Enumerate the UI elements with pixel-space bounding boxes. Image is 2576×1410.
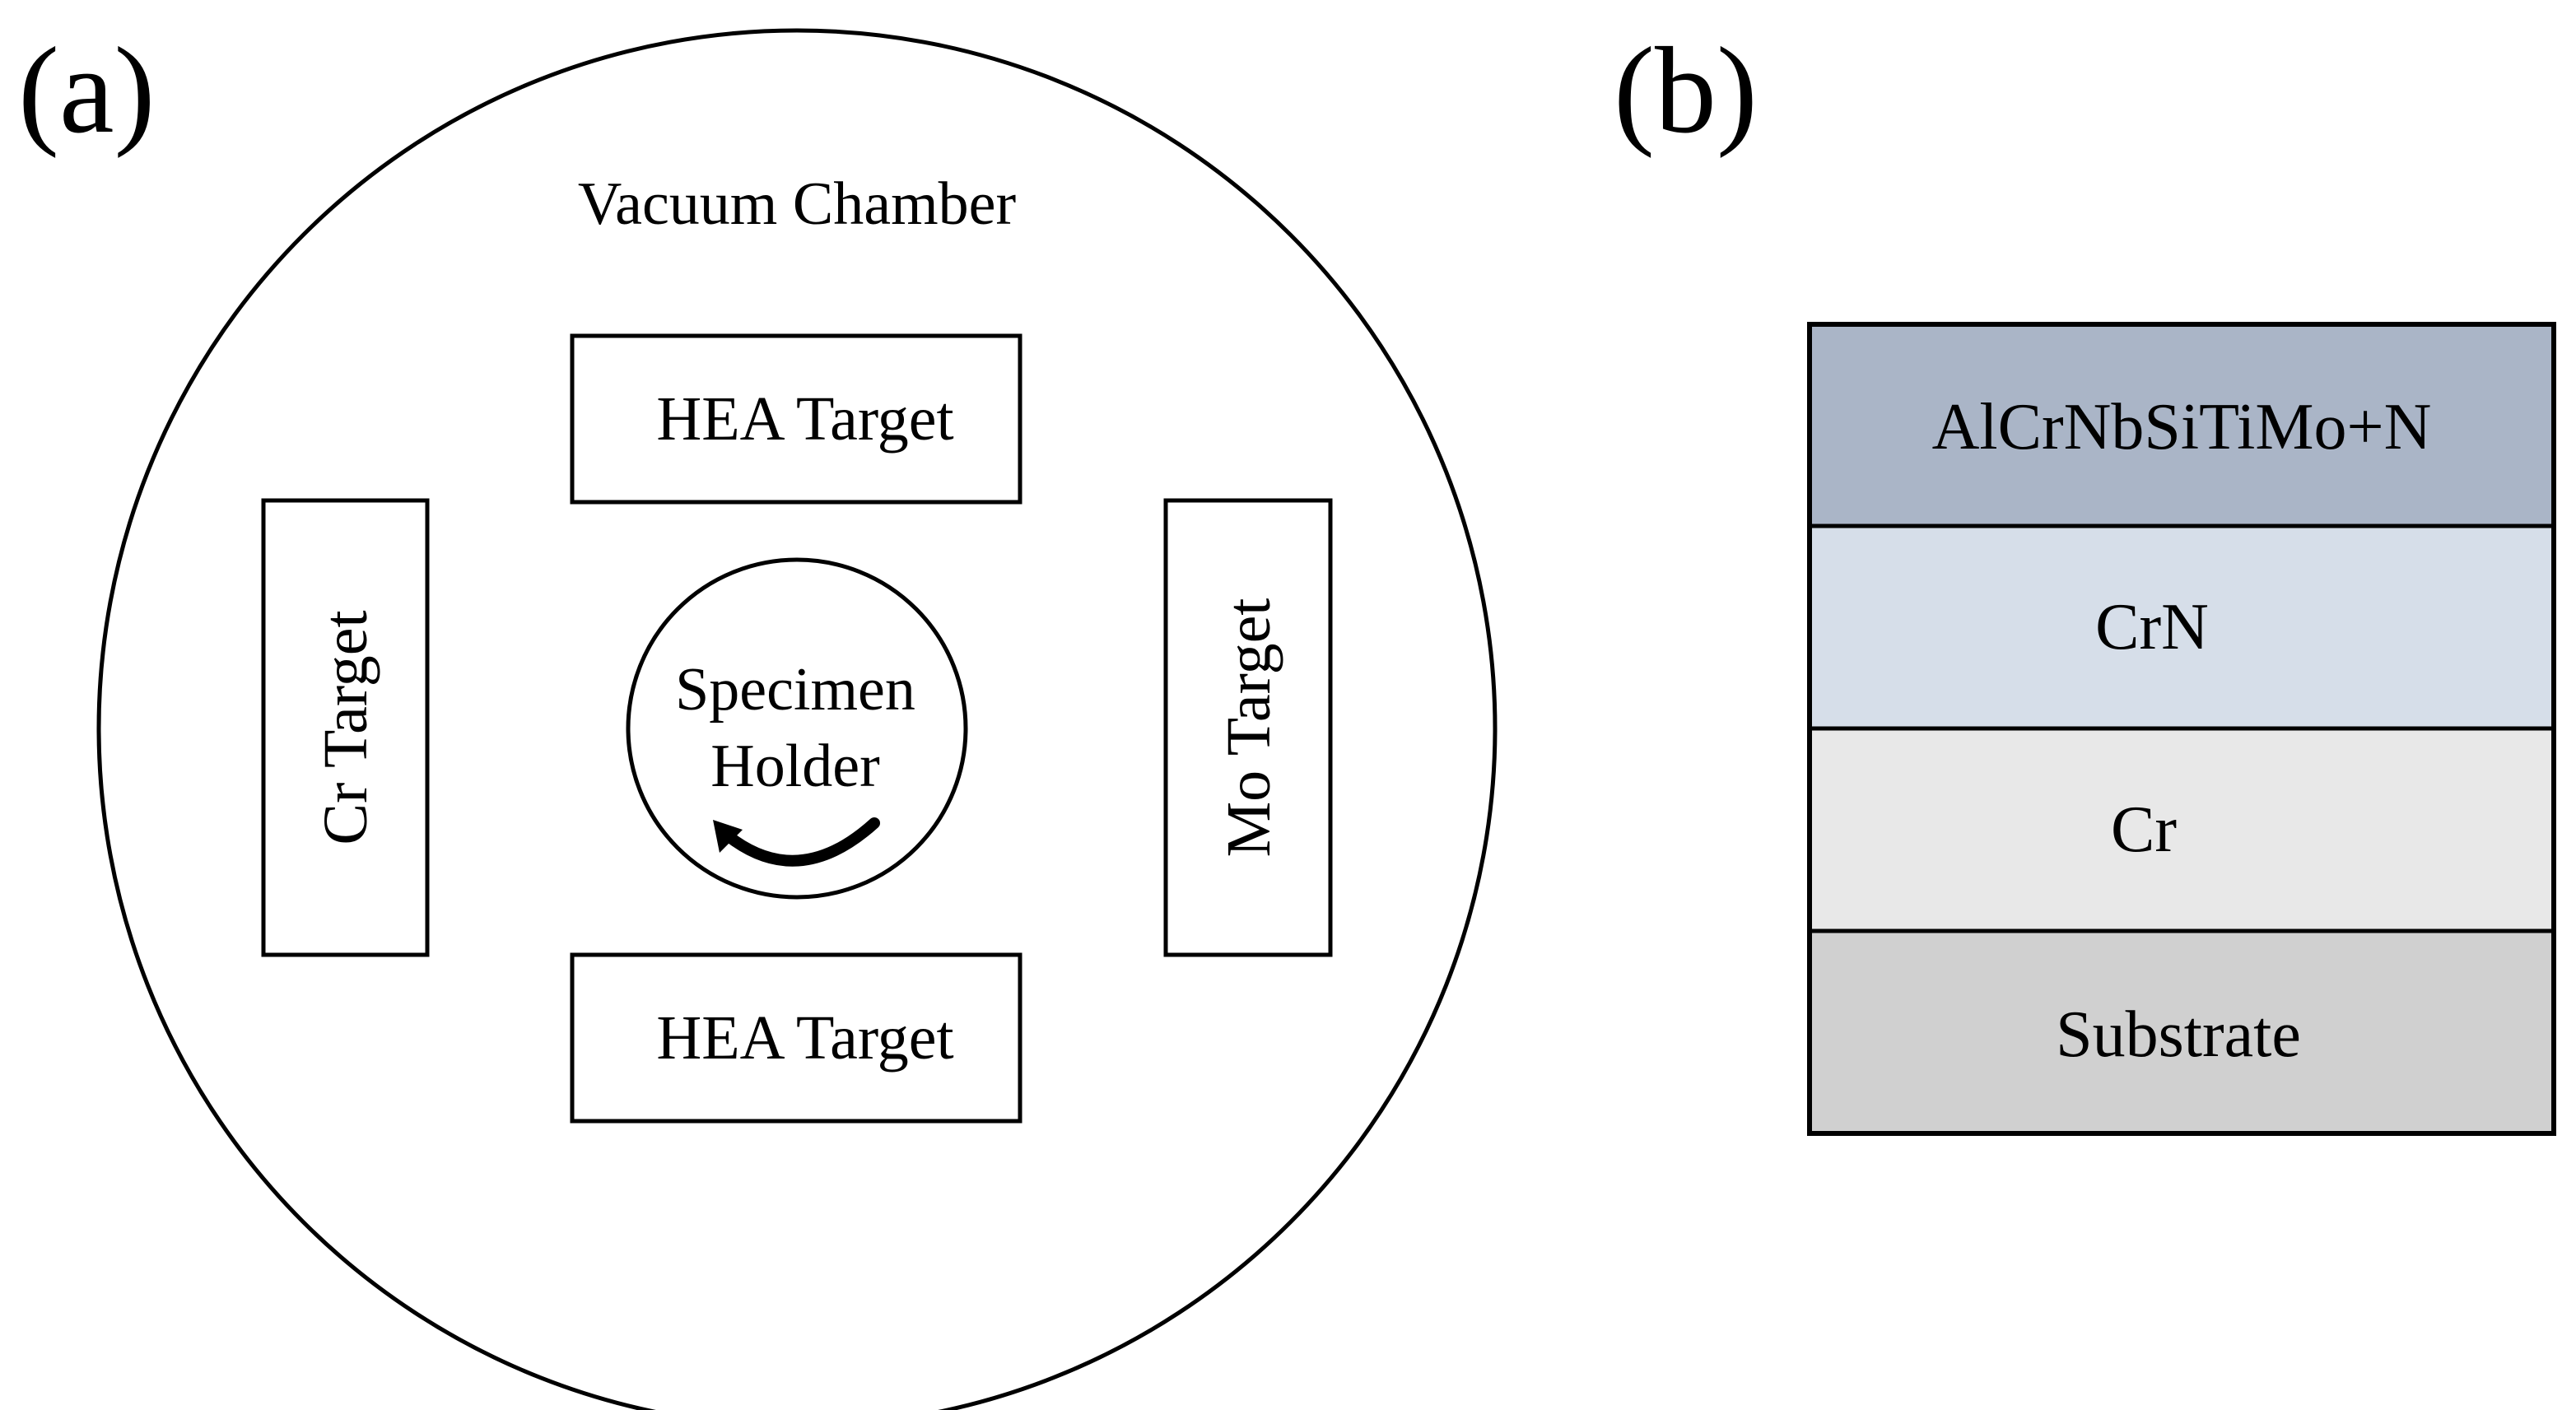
hea-target-bottom bbox=[570, 952, 1022, 1124]
layer-label-substrate: Substrate bbox=[2056, 998, 2301, 1071]
layer-alcrnbsitimo-n bbox=[1810, 324, 2554, 526]
layer-label-alcrnbsitimo-n: AlCrNbSiTiMo+N bbox=[1932, 391, 2432, 463]
layer-cr bbox=[1810, 728, 2554, 931]
layer-label-crn: CrN bbox=[2095, 591, 2209, 663]
cr-target bbox=[261, 498, 430, 957]
hea-target-bottom-label: HEA Target bbox=[656, 1003, 953, 1073]
layer-stack-border bbox=[1807, 322, 2556, 1136]
layer-label-cr: Cr bbox=[2111, 793, 2177, 866]
mo-target-label: Mo Target bbox=[1214, 598, 1283, 858]
layer-substrate bbox=[1810, 931, 2554, 1133]
vacuum-chamber bbox=[96, 28, 1498, 1410]
layer-crn bbox=[1810, 526, 2554, 728]
specimen-holder bbox=[626, 557, 968, 900]
mo-target bbox=[1163, 498, 1333, 957]
rotation-arrow-icon bbox=[713, 817, 880, 867]
hea-target-top-label: HEA Target bbox=[656, 384, 953, 454]
cr-target-label: Cr Target bbox=[311, 610, 380, 845]
panel-b-label: (b) bbox=[1614, 22, 1758, 159]
hea-target-top bbox=[570, 333, 1022, 505]
specimen-holder-label-line2: Holder bbox=[710, 733, 880, 800]
vacuum-chamber-label: Vacuum Chamber bbox=[578, 170, 1016, 238]
specimen-holder-label-line1: Specimen bbox=[675, 656, 915, 724]
layer-stack: AlCrNbSiTiMo+N CrN Cr Substrate bbox=[1807, 322, 2556, 1136]
panel-a-label: (a) bbox=[18, 22, 155, 159]
